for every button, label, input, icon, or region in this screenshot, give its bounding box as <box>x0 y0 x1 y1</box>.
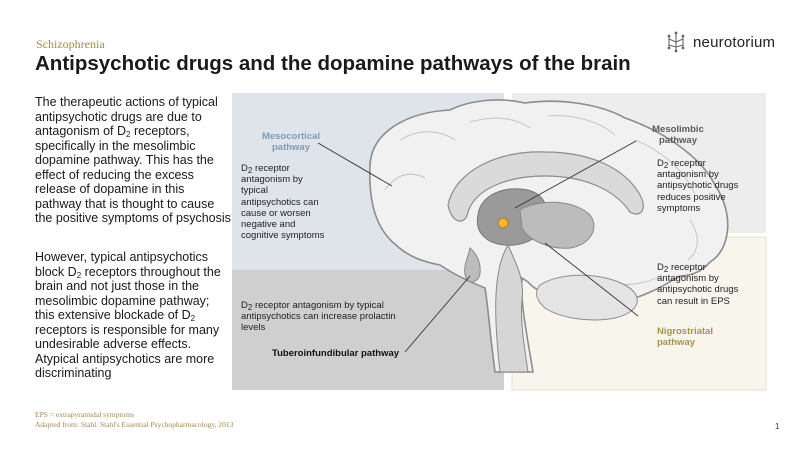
dopamine-source-marker <box>497 217 509 229</box>
logo-text: neurotorium <box>693 33 776 51</box>
tuberoinfundibular-description: D2 receptor antagonism by typical antips… <box>241 300 396 334</box>
mesolimbic-label: Mesolimbic pathway <box>652 124 704 147</box>
footnote-source: Adapted from: Stahl. Stahl's Essential P… <box>35 420 234 429</box>
intro-line: The therapeutic actions of typical <box>35 95 218 109</box>
intro-line: release of dopamine in this <box>35 182 185 196</box>
second-line: However, typical antipsychotics <box>35 250 208 264</box>
intro-line: pathway that is thought to cause <box>35 196 215 211</box>
category-label: Schizophrenia <box>36 37 105 51</box>
thalamus-shape <box>519 201 595 249</box>
neurotorium-logo-icon <box>667 31 685 53</box>
tuberoinfundibular-panel <box>232 270 504 390</box>
brand-logo[interactable]: neurotorium <box>665 30 775 54</box>
page-number: 1 <box>775 422 780 431</box>
second-line: discriminating <box>35 366 112 380</box>
nigrostriatal-label: Nigrostriatal pathway <box>657 326 713 349</box>
nigrostriatal-leader-line <box>544 242 639 317</box>
second-line: this extensive blockade of D2 <box>35 308 196 323</box>
second-line: brain and not just those in the <box>35 279 200 293</box>
second-paragraph: However, typical antipsychotics block D2… <box>35 250 231 381</box>
second-line: block D2 receptors throughout the <box>35 264 221 280</box>
tuberoinfundibular-label: Tuberoinfundibular pathway <box>272 348 400 359</box>
brainstem-shape <box>495 243 529 373</box>
cerebellum-shape <box>536 274 638 321</box>
intro-paragraph: The therapeutic actions of typical antip… <box>35 95 231 226</box>
intro-line: dopamine pathway. This has the <box>35 153 214 167</box>
page-title: Antipsychotic drugs and the dopamine pat… <box>35 52 631 75</box>
second-line: receptors is responsible for many <box>35 322 220 337</box>
mesocortical-description: D2 receptor antagonism by typical antips… <box>241 163 325 242</box>
pituitary-shape <box>464 247 481 283</box>
intro-line: effect of reducing the excess <box>35 167 194 182</box>
mesocortical-leader-line <box>317 142 393 187</box>
nigrostriatal-description: D2 receptor antagonism by antipsychotic … <box>657 262 739 307</box>
mesocortical-label: Mesocortical pathway <box>261 131 321 154</box>
second-line: mesolimbic dopamine pathway; <box>35 293 210 308</box>
tuberoinfundibular-leader-line <box>404 275 471 353</box>
second-line: Atypical antipsychotics are more <box>35 351 215 366</box>
intro-line: specifically in the mesolimbic <box>35 138 196 153</box>
footnote-abbreviation: EPS = extrapyramidal symptoms <box>35 410 135 419</box>
corpus-callosum-shape <box>447 151 644 222</box>
intro-line: antagonism of D2 receptors, <box>35 124 190 139</box>
mesolimbic-leader-line <box>514 140 637 209</box>
intro-line: the positive symptoms of psychosis <box>35 211 231 225</box>
intro-line: antipsychotic drugs are due to <box>35 109 202 124</box>
mesolimbic-description: D2 receptor antagonism by antipsychotic … <box>657 158 739 214</box>
second-line: undesirable adverse effects. <box>35 337 192 351</box>
